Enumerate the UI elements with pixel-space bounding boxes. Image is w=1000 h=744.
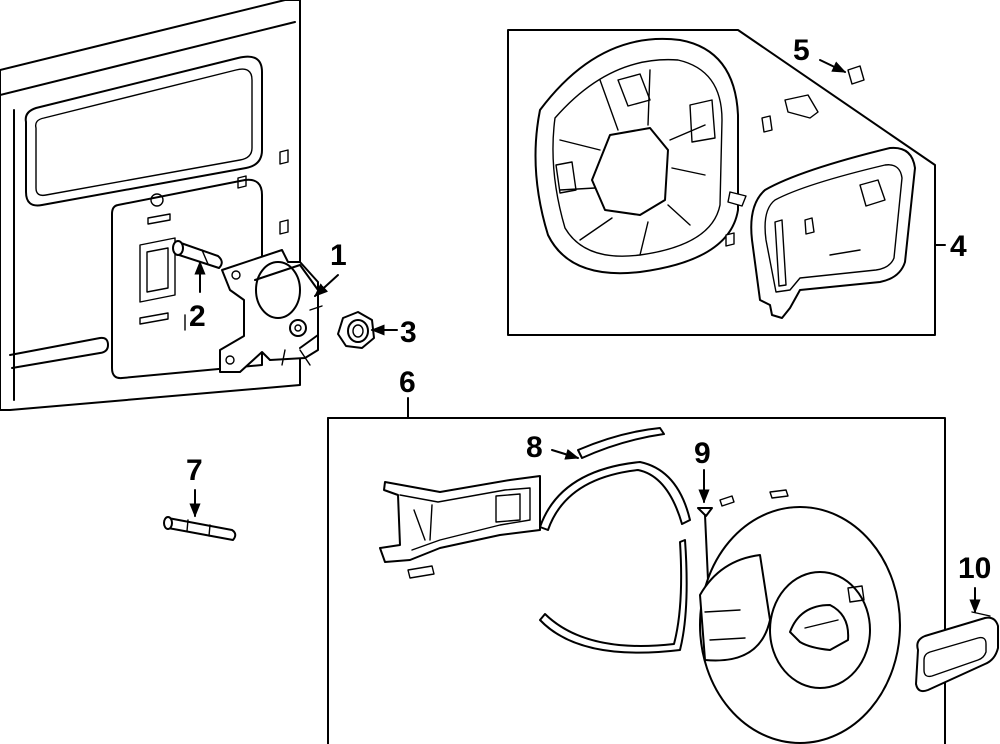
callout-2: 2 [189,300,206,333]
callout-5: 5 [793,34,810,67]
callout-10: 10 [958,552,991,585]
callout-8: 8 [526,431,543,464]
spare-tire-cover [699,506,901,744]
callout-6: 6 [399,366,416,399]
callout-7: 7 [186,454,203,487]
part-10-reflector [915,611,999,693]
group-box-6 [327,417,946,744]
callout-3: 3 [400,316,417,349]
part-1-bracket [219,249,323,373]
leader-1 [313,274,339,297]
leader-lines [189,59,981,614]
part-2-stud [172,240,223,269]
rear-door-panel [0,0,301,411]
part-7-bolt [163,516,237,541]
part-9-pin [697,507,713,581]
callout-1: 1 [330,239,347,272]
part-8-strip [539,427,691,654]
callout-4: 4 [950,230,967,263]
leader-5 [819,59,847,73]
part-3-nut [337,311,375,349]
leader-8 [551,448,580,460]
part-5-clip [847,65,865,85]
callout-9: 9 [694,437,711,470]
group-box-4 [507,29,946,336]
